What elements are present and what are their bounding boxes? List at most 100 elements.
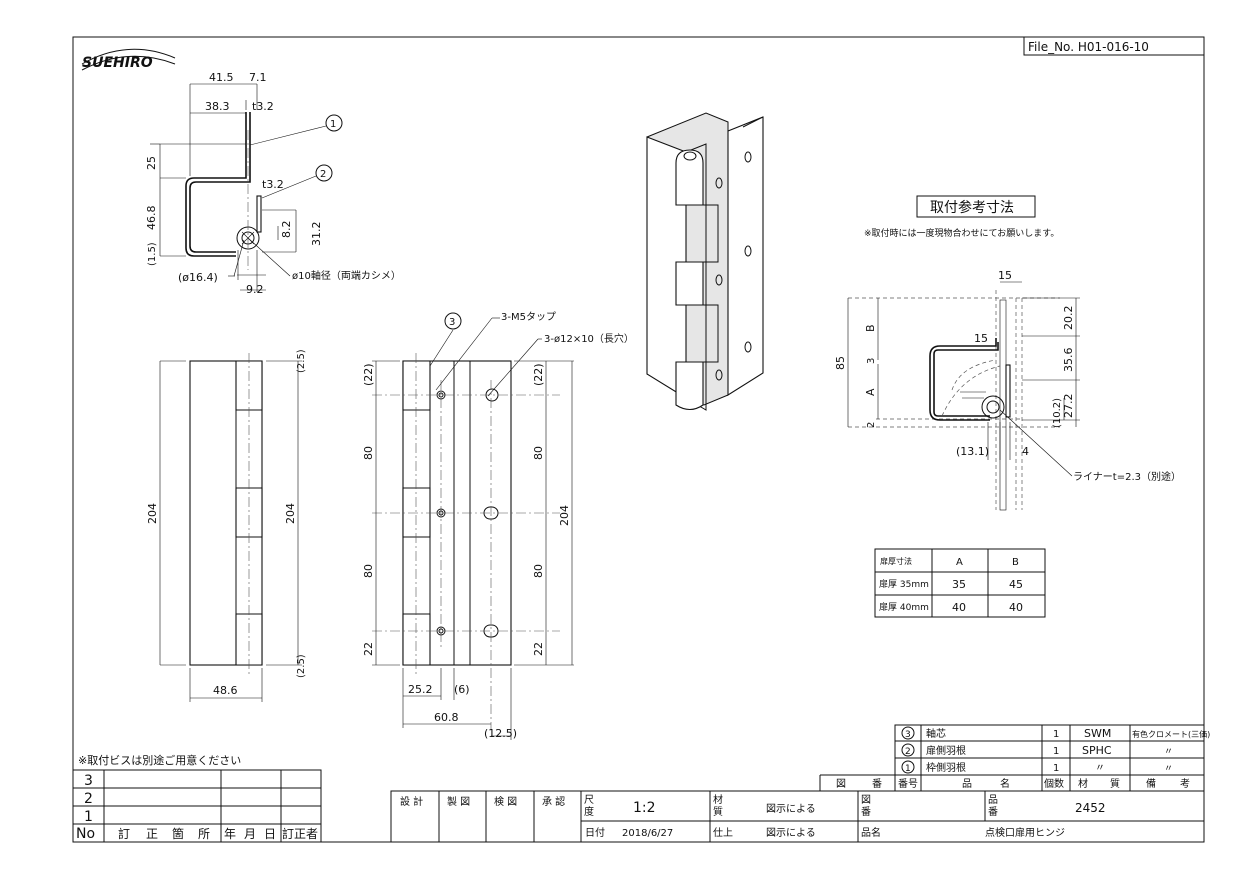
title-finish: 図示による [766,827,816,839]
part-1-material: 〃 [1095,763,1105,774]
parts-header-mei: 名 [1000,777,1010,790]
file-no: File_No. H01-016-10 [1028,40,1149,54]
hole-dim-80-lower-right: 80 [532,564,545,578]
part-2-no: 2 [905,747,911,757]
liner-note: ライナーt=2.3（別途） [1073,470,1181,483]
hole-dim-22-bottom-left: 22 [362,642,375,656]
title-date-label: 日付 [585,826,605,839]
revision-header-ka: 箇 [172,827,184,841]
mount-note: ※取付時には一度現物合わせにてお願いします。 [864,227,1059,239]
title-product-name: 点検口扉用ヒンジ [985,826,1065,839]
title-drawing-no-label-1: 図 [861,794,871,806]
parts-header-shitsu: 質 [1110,777,1120,790]
screw-note: ※取付ビスは別途ご用意ください [78,753,241,767]
title-material: 図示による [766,803,816,815]
side-dim-t3-2-bottom: t3.2 [262,178,284,191]
part-3-qty: 1 [1053,729,1059,740]
title-draft: 製 図 [447,795,470,808]
mount-dim-35-6: 35.6 [1062,348,1075,373]
title-product-no-label-2: 番 [988,806,998,818]
side-dim-8-2: 8.2 [280,221,293,239]
title-finish-label: 仕上 [713,826,733,839]
door-thickness-table [874,548,1046,618]
mount-dim-10-2: (10.2) [1052,398,1063,428]
door-table-row2-b: 40 [1009,601,1023,614]
mount-dim-15-mid: 15 [974,332,988,345]
side-dim-7-1: 7.1 [249,71,267,84]
hole-dim-12-5: (12.5) [484,727,517,740]
part-3-no: 3 [905,730,911,740]
mount-dim-27-2: 27.2 [1062,394,1075,419]
title-check: 検 図 [494,795,517,808]
part-3-name: 軸芯 [926,727,946,740]
title-date: 2018/6/27 [622,828,673,839]
revision-row-1: 1 [84,809,93,825]
mount-title: 取付参考寸法 [930,199,1014,216]
front-dim-48-6: 48.6 [213,684,238,697]
door-table-header-a: A [956,557,963,568]
side-dim-1-5: (1.5) [147,242,158,266]
parts-header-zu: 図 [836,778,846,790]
revision-header-sho: 所 [198,827,210,841]
balloon-2: 2 [320,169,326,180]
part-3-note: 有色クロメート(三価) [1132,729,1210,739]
mount-title-box [916,195,1036,218]
balloon-1: 1 [330,119,336,130]
title-block [390,790,1205,843]
front-view [159,353,302,702]
mount-dim-2: 2 [866,422,877,428]
part-1-name: 枠側羽根 [926,761,966,774]
hole-dim-6: (6) [454,683,470,696]
door-table-header-b: B [1012,557,1019,568]
part-1-qty: 1 [1053,763,1059,774]
revision-row-3: 3 [84,773,93,789]
hole-dim-25-2: 25.2 [408,683,433,696]
front-dim-204-right: 204 [284,503,297,524]
mount-dim-15-top: 15 [998,269,1012,282]
door-table-row2-label: 扉厚 40mm [879,601,929,613]
suehiro-logo: SUEHIRO [81,48,176,71]
side-dim-9-2: 9.2 [246,283,264,296]
door-table-row2-a: 40 [952,601,966,614]
title-product-name-label: 品名 [861,826,881,839]
door-table-row1-label: 扉厚 35mm [879,578,929,590]
revision-header-nen: 年 [224,827,236,841]
revision-header-tei: 訂 [118,826,130,841]
side-view [150,83,343,292]
part-1-note: 〃 [1164,764,1173,774]
hole-dim-80-lower-left: 80 [362,564,375,578]
mount-dim-4: 4 [1022,445,1029,458]
parts-header-bi: 備 [1146,777,1156,790]
title-approve: 承 認 [542,795,565,808]
side-dim-41-5: 41.5 [209,71,234,84]
part-2-qty: 1 [1053,746,1059,757]
hole-dim-60-8: 60.8 [434,711,459,724]
slot-note: 3-ø12×10（長穴） [544,332,634,345]
parts-header-hin: 品 [962,778,972,790]
front-dim-gap-top: (2.5) [296,349,307,373]
title-material-label-1: 材 [713,793,723,806]
tap-note: 3-M5タップ [501,311,556,323]
file-no-box [1023,36,1205,56]
revision-header-tsuki: 月 [244,827,256,841]
parts-header-zai: 材 [1078,777,1088,790]
side-dim-38-3: 38.3 [205,100,230,113]
parts-header-ban: 番 [872,778,882,790]
parts-header-kou: 考 [1180,778,1190,790]
hole-dim-80-upper-left: 80 [362,446,375,460]
hole-dim-22-top-left: (22) [362,363,375,386]
title-scale-label-2: 度 [584,805,594,818]
revision-header-hi: 日 [264,827,276,841]
revision-row-2: 2 [84,791,93,807]
mount-dim-A: A [864,388,877,396]
hole-dim-80-upper-right: 80 [532,446,545,460]
title-drawing-no-label-2: 番 [861,806,871,818]
part-1-no: 1 [905,764,911,774]
revision-table [72,769,322,843]
revision-header-reviser: 訂正者 [282,826,318,841]
svg-text:SUEHIRO: SUEHIRO [82,55,153,71]
door-table-row1-a: 35 [952,578,966,591]
parts-header-qty: 個数 [1044,777,1064,790]
